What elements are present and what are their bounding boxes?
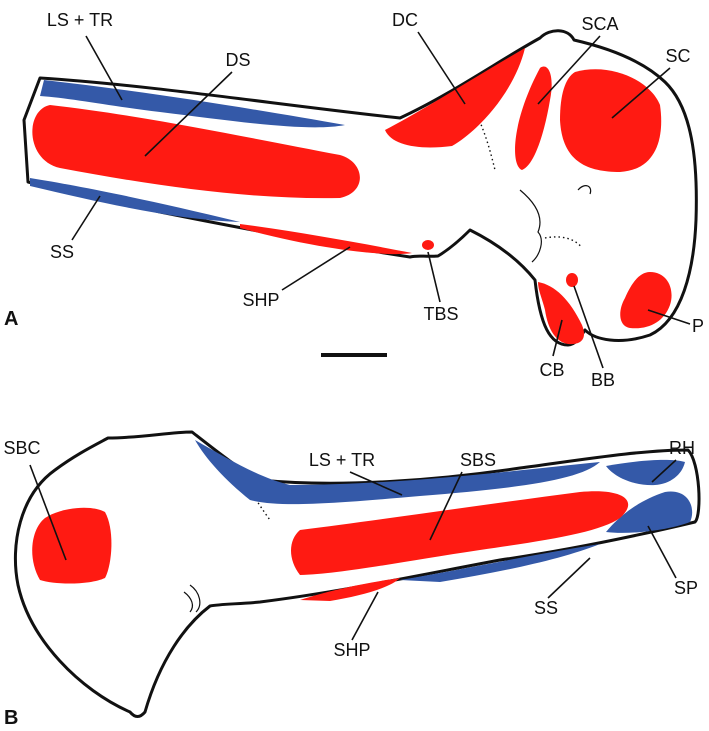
leader-a-p bbox=[647, 309, 691, 325]
panel-a-red-ds bbox=[32, 105, 360, 199]
panel-a-red-shp bbox=[240, 224, 412, 255]
panel-a-blue-ls-tr bbox=[40, 80, 345, 128]
panel-b-foramen bbox=[183, 584, 201, 613]
panel-a-red-tbs bbox=[422, 240, 434, 250]
leader-a-sc bbox=[611, 67, 671, 119]
leader-a-ls-tr bbox=[85, 35, 123, 101]
leader-a-ss bbox=[71, 195, 101, 241]
leader-a-sca bbox=[537, 35, 601, 105]
label-b-ls-tr: LS + TR bbox=[309, 450, 375, 470]
panel-a-red-cb bbox=[538, 282, 585, 345]
panel-a-fossa-dots bbox=[469, 99, 583, 249]
panel-a-red-sc bbox=[560, 69, 662, 172]
label-a-p: P bbox=[692, 316, 704, 336]
leader-b-sbc bbox=[29, 464, 67, 561]
leader-a-cb bbox=[552, 319, 563, 357]
panel-a-red-dc bbox=[385, 48, 525, 148]
label-a-dc: DC bbox=[392, 10, 418, 30]
leader-b-ls-tr bbox=[349, 471, 403, 496]
panel-b-blue-ls-tr bbox=[195, 440, 600, 505]
leader-a-ds bbox=[144, 71, 233, 157]
panel-a-red-sca bbox=[515, 66, 552, 170]
label-b-sbc: SBC bbox=[3, 438, 40, 458]
panel-a: LS + TR DS DC SCA SC SS SHP TBS CB BB P … bbox=[4, 10, 704, 390]
leader-b-sp bbox=[647, 525, 677, 579]
label-a-ls-tr: LS + TR bbox=[47, 10, 113, 30]
panel-b-letter: B bbox=[4, 707, 18, 729]
label-b-sbs: SBS bbox=[460, 450, 496, 470]
panel-a-foramen bbox=[577, 185, 592, 195]
label-a-shp: SHP bbox=[242, 290, 279, 310]
leader-a-shp bbox=[281, 246, 351, 291]
label-a-sc: SC bbox=[665, 46, 690, 66]
panel-b: SBC LS + TR SBS RH SP SS SHP B bbox=[3, 430, 701, 729]
label-a-cb: CB bbox=[539, 360, 564, 380]
panel-a-red-bb bbox=[566, 273, 578, 287]
label-a-ss: SS bbox=[50, 242, 74, 262]
panel-b-blue-ss bbox=[400, 544, 600, 582]
panel-b-blue-rh bbox=[606, 459, 685, 486]
label-a-bb: BB bbox=[591, 370, 615, 390]
leader-a-tbs bbox=[427, 251, 441, 303]
label-a-sca: SCA bbox=[581, 14, 618, 34]
label-a-tbs: TBS bbox=[423, 304, 458, 324]
leader-b-sbs bbox=[429, 471, 463, 541]
panel-b-red-sbc bbox=[32, 507, 112, 584]
label-b-sp: SP bbox=[674, 578, 698, 598]
label-b-ss: SS bbox=[534, 598, 558, 618]
panel-a-fossa-line bbox=[519, 189, 542, 263]
panel-a-blue-ss bbox=[30, 178, 240, 222]
leader-a-dc bbox=[417, 31, 466, 105]
leader-b-rh bbox=[651, 459, 677, 483]
label-b-shp: SHP bbox=[333, 640, 370, 660]
panel-a-letter: A bbox=[4, 308, 18, 330]
label-b-rh: RH bbox=[669, 438, 695, 458]
leader-b-shp bbox=[351, 591, 379, 641]
leader-b-ss bbox=[547, 557, 591, 599]
panel-b-blue-sp bbox=[606, 491, 693, 533]
label-a-ds: DS bbox=[225, 50, 250, 70]
panel-b-red-shp bbox=[300, 578, 400, 601]
leader-a-bb bbox=[573, 285, 604, 369]
panel-b-red-sbs bbox=[291, 491, 629, 575]
